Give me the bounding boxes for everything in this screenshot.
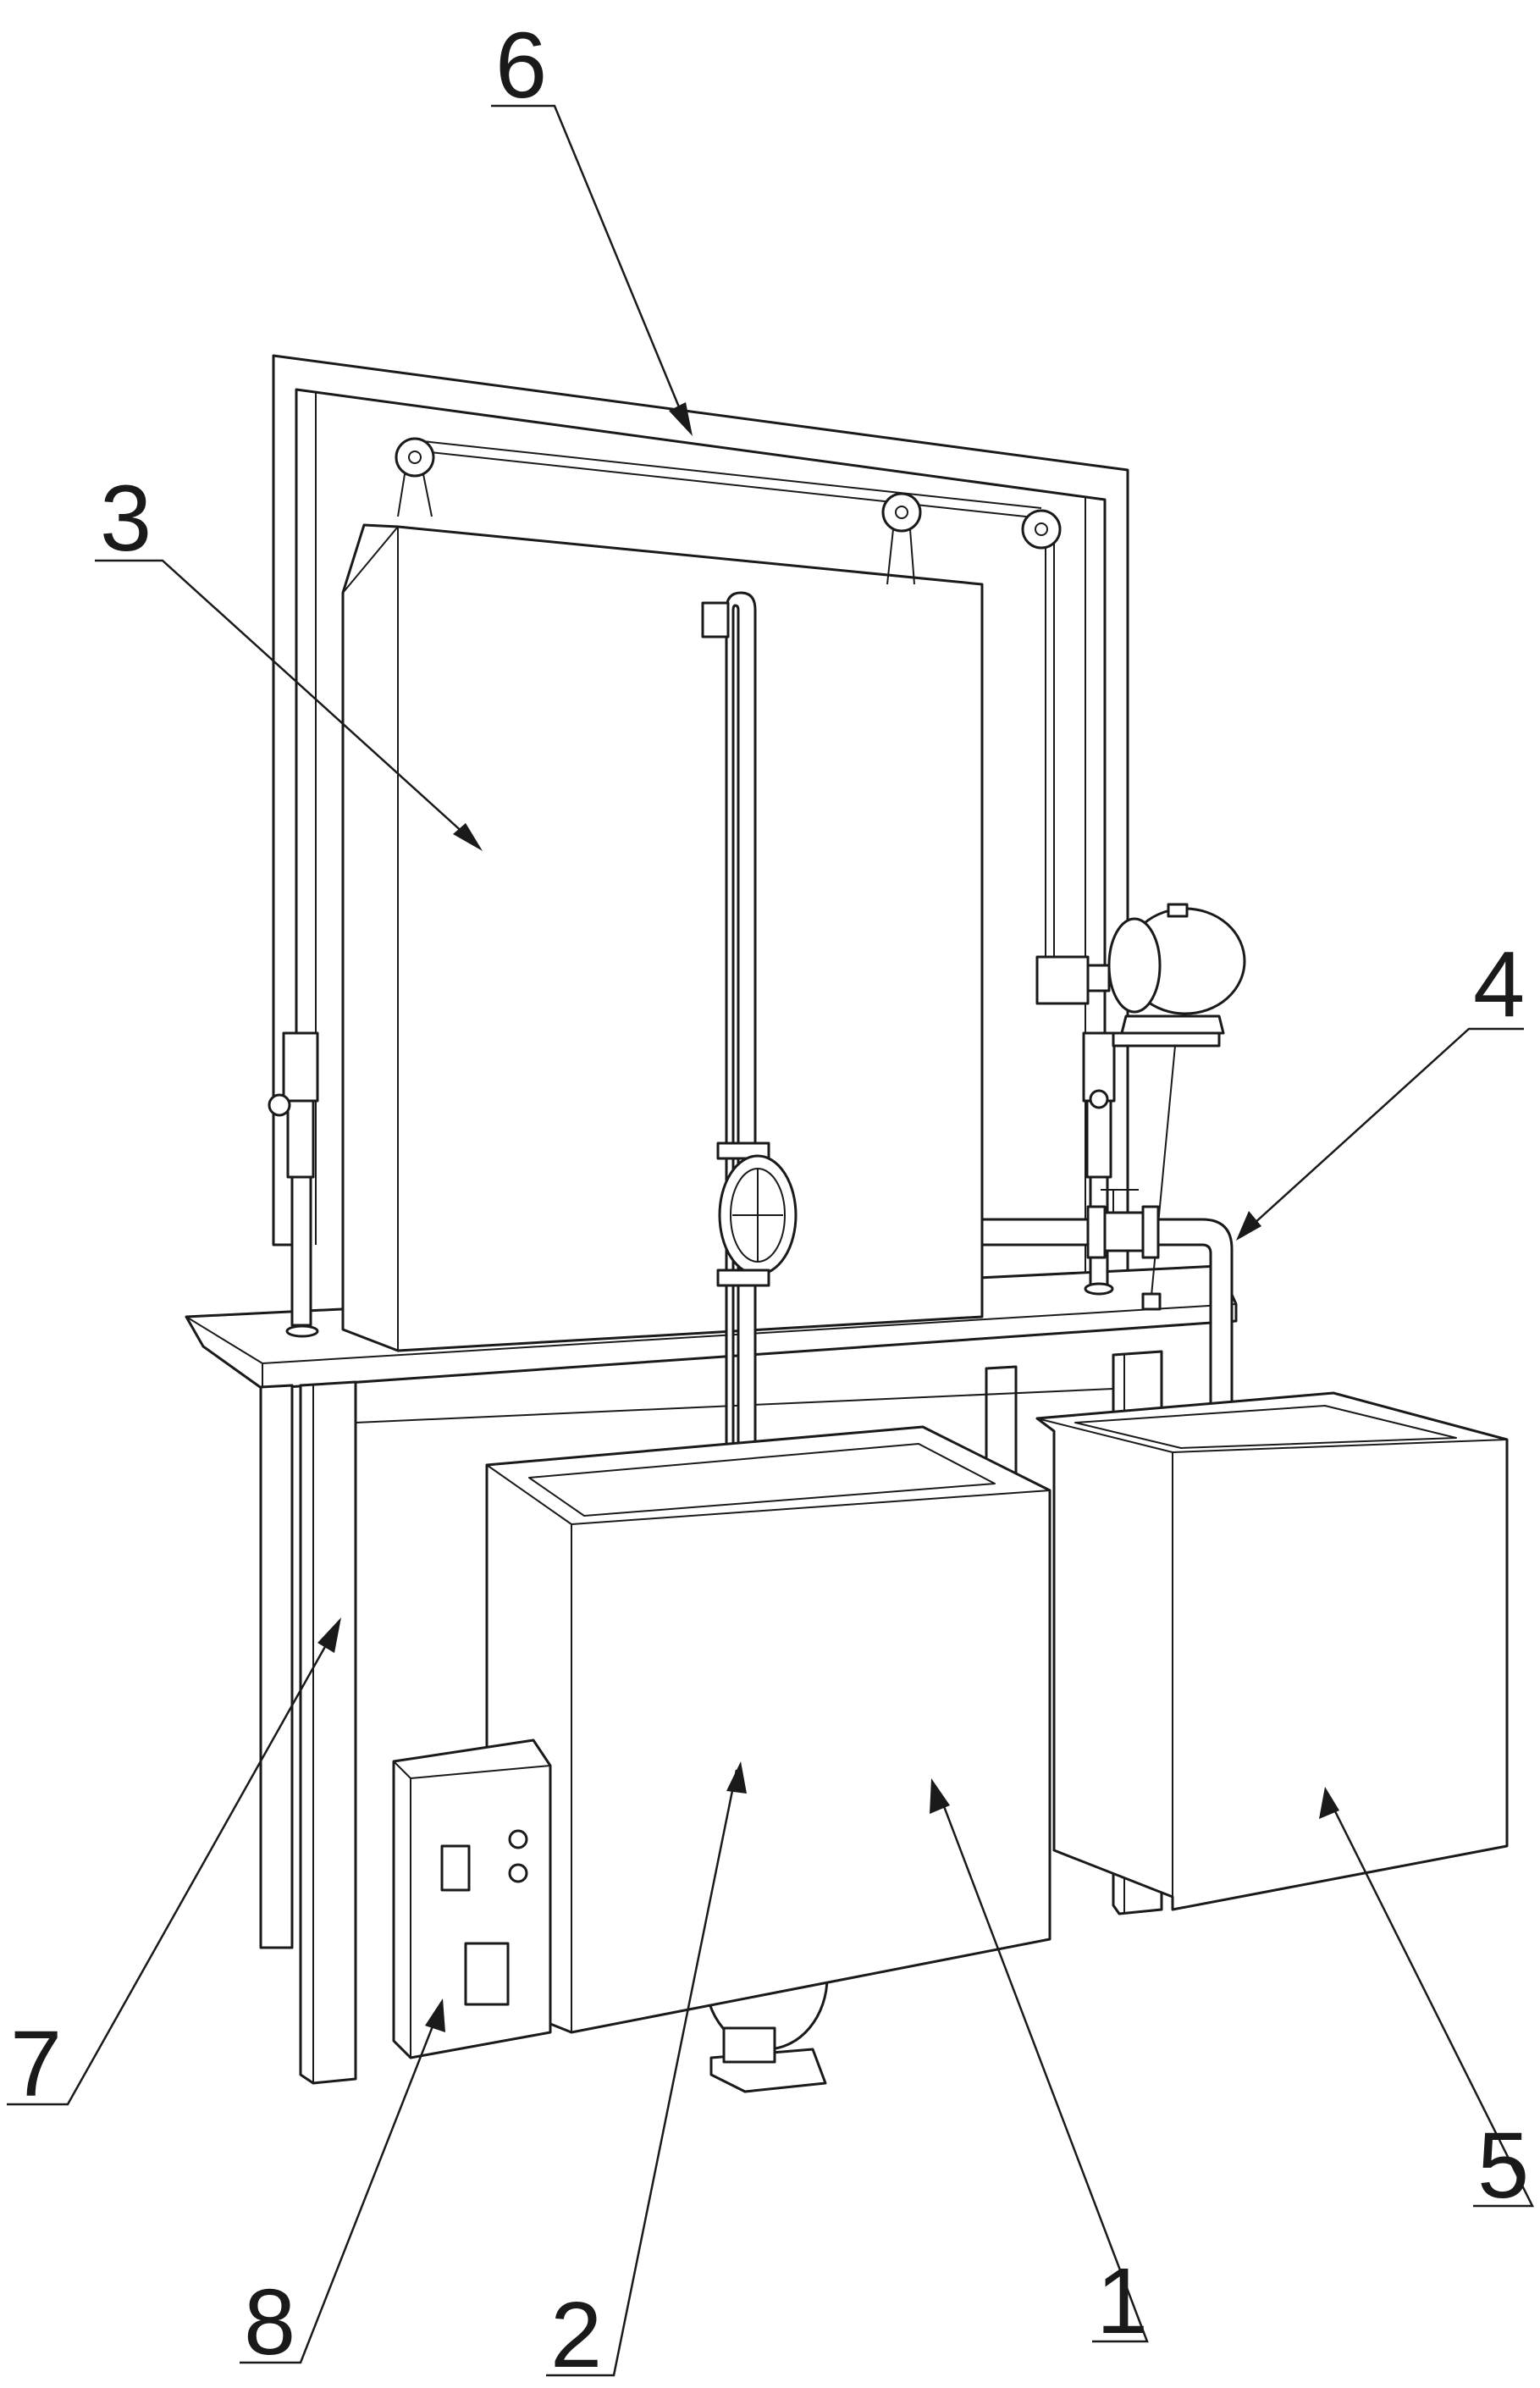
left-telescopic-post [268, 1031, 319, 1338]
top-frame [272, 354, 1129, 1289]
callout-labels: 1 2 3 4 5 6 7 8 [10, 14, 1529, 2387]
winch-motor [1035, 903, 1246, 1311]
control-box [392, 1738, 552, 2059]
callout-7: 7 [10, 2012, 62, 2116]
callout-leaders [7, 104, 1535, 2377]
pulley-system [395, 437, 1062, 982]
lower-tank [485, 1425, 1052, 2034]
callout-4: 4 [1473, 932, 1525, 1036]
right-telescopic-post [1082, 1031, 1116, 1296]
upper-tank [341, 523, 984, 1352]
callout-6: 6 [495, 14, 547, 118]
right-tank [1035, 1391, 1509, 1911]
callout-2: 2 [550, 2283, 602, 2387]
callout-3: 3 [100, 467, 152, 571]
callout-1: 1 [1096, 2249, 1148, 2353]
callout-5: 5 [1477, 2114, 1529, 2218]
callout-8: 8 [244, 2270, 295, 2374]
